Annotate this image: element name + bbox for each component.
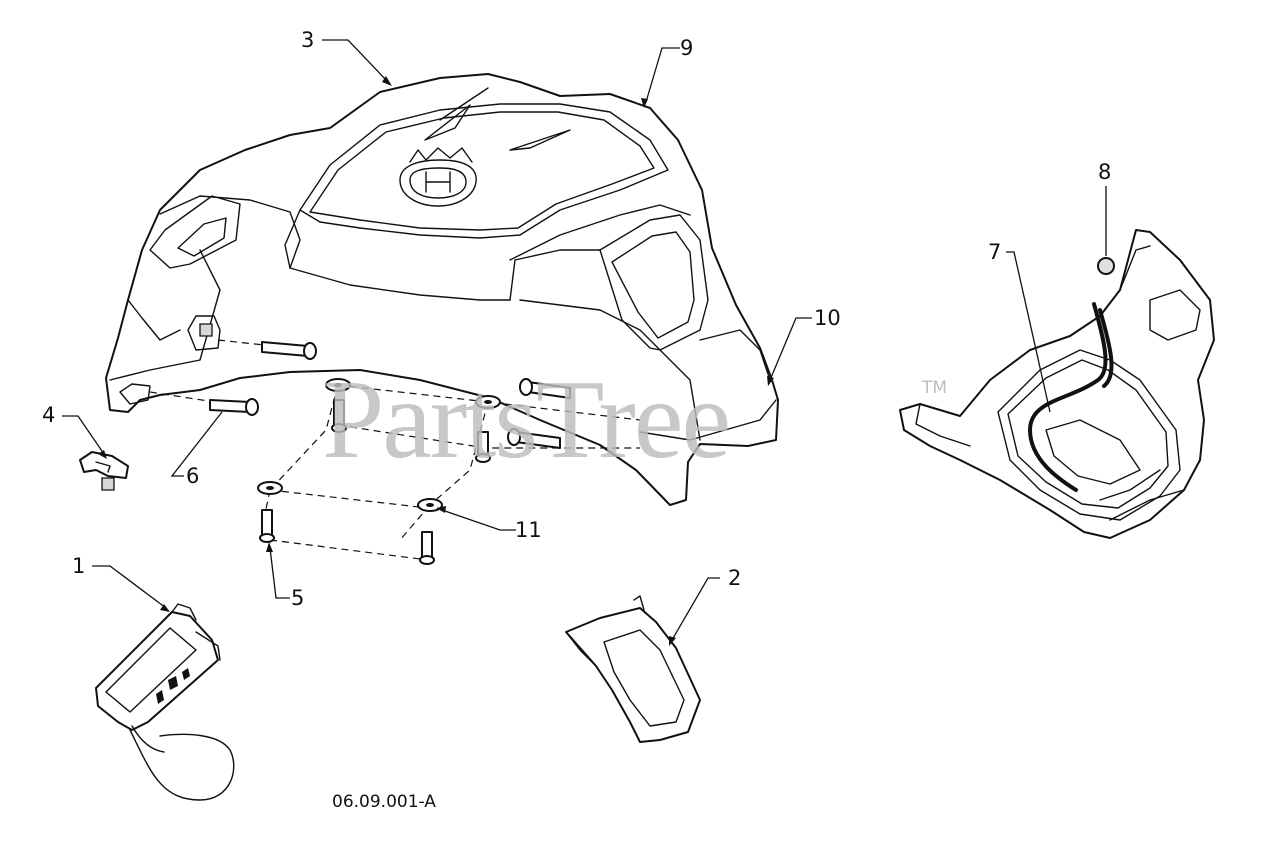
callout-3: 3 <box>301 28 315 52</box>
callout-9: 9 <box>680 36 694 60</box>
hardware <box>79 339 641 565</box>
part-2-cover <box>565 595 701 743</box>
watermark-trademark: TM <box>922 378 948 398</box>
callout-10: 10 <box>814 306 841 330</box>
callout-5: 5 <box>291 586 305 610</box>
watermark-text: PartsTree <box>322 358 731 482</box>
callout-1: 1 <box>72 554 86 578</box>
right-assembly <box>899 229 1215 539</box>
hood-assembly <box>105 73 779 506</box>
husqvarna-logo-icon <box>399 147 477 207</box>
callout-4: 4 <box>42 403 56 427</box>
callout-2: 2 <box>728 566 742 590</box>
diagram-reference: 06.09.001-A <box>332 792 436 812</box>
leader-lines <box>62 39 1107 646</box>
part-1-housing <box>95 603 235 801</box>
callout-7: 7 <box>988 240 1002 264</box>
callout-11: 11 <box>515 518 542 542</box>
callout-8: 8 <box>1098 160 1112 184</box>
callout-6: 6 <box>186 464 200 488</box>
